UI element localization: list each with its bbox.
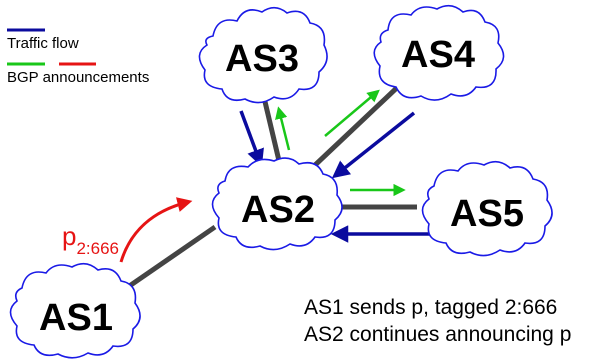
- node-as5: AS5: [421, 160, 553, 257]
- bgp-arrow-as1-to-as2: [119, 197, 193, 263]
- announcement-tag: 2:666: [76, 239, 119, 258]
- traffic-arrow-as4-to-as2: [331, 111, 416, 179]
- cloud-as1: [9, 262, 141, 359]
- caption-line-1: AS1 sends p, tagged 2:666: [304, 296, 557, 319]
- cloud-as3: [198, 6, 328, 104]
- as1-label: AS1: [39, 297, 113, 339]
- announcement-label: p2:666: [62, 221, 119, 258]
- legend: Traffic flow BGP announcements: [7, 28, 149, 86]
- as2-label: AS2: [241, 189, 315, 231]
- link-as2-as4: [311, 80, 405, 169]
- legend-traffic-label: Traffic flow: [7, 35, 79, 52]
- caption-line-2: AS2 continues announcing p: [304, 323, 571, 346]
- bgp-announcements: [275, 89, 406, 197]
- caption: AS1 sends p, tagged 2:666 AS2 continues …: [304, 296, 571, 346]
- announcement-prefix: p: [62, 221, 76, 251]
- traffic-arrow-as3-to-as2: [239, 110, 264, 167]
- as4-label: AS4: [401, 34, 475, 76]
- cloud-as2: [211, 157, 343, 251]
- cloud-as4: [373, 4, 505, 101]
- cloud-as5: [421, 160, 553, 257]
- bgp-arrow-as2-to-as4: [324, 89, 380, 137]
- as5-label: AS5: [450, 193, 524, 235]
- as3-label: AS3: [225, 38, 299, 80]
- node-as2: AS2: [211, 157, 343, 251]
- bgp-arrow-as2-to-as3: [275, 106, 291, 151]
- node-as1: AS1: [9, 262, 141, 359]
- legend-bgp-label: BGP announcements: [7, 69, 149, 86]
- node-as3: AS3: [198, 6, 328, 104]
- traffic-flows: [239, 110, 441, 243]
- node-as4: AS4: [373, 4, 505, 101]
- link-as1-as2: [126, 224, 217, 290]
